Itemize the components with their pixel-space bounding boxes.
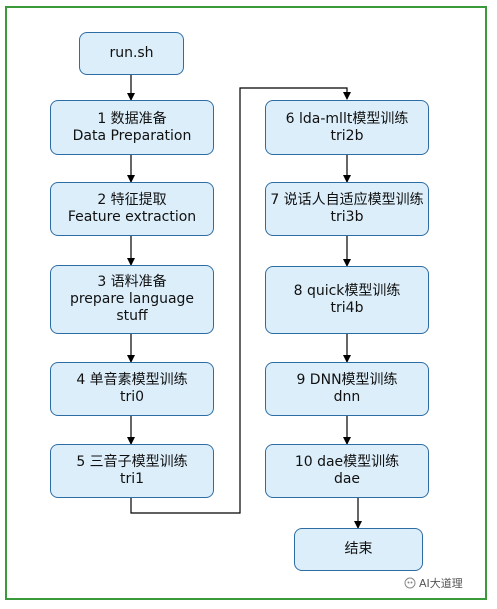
box-step3-line3: stuff [116,308,148,324]
watermark-text: AI大道理 [419,577,463,590]
box-step10-line1: 10 dae模型训练 [294,454,400,470]
box-step7-line1: 7 说话人自适应模型训练 [270,192,424,208]
box-step10-dae: 10 dae模型训练 dae [265,444,429,498]
box-step6-line2: tri2b [330,127,364,144]
box-step3-line2: prepare language [69,291,195,307]
box-step4-mono-training: 4 单音素模型训练 tri0 [50,362,214,416]
box-step6-line1: 6 lda-mllt模型训练 [285,110,409,127]
box-step7-line2: tri3b [330,209,364,225]
box-step1-line2: Data Preparation [72,127,192,144]
box-step5-line1: 5 三音子模型训练 [76,454,188,470]
box-step8-line2: tri4b [330,300,364,316]
box-end: 结束 [294,528,423,571]
box-run-sh: run.sh [79,32,184,75]
watermark: AI大道理 [404,575,463,591]
box-end-label: 结束 [344,541,373,557]
box-step4-line1: 4 单音素模型训练 [76,372,188,388]
box-step8-line1: 8 quick模型训练 [293,283,401,299]
box-step1-data-preparation: 1 数据准备 Data Preparation [50,100,214,155]
box-step9-line2: dnn [333,389,361,405]
box-step3-line1: 3 语料准备 [97,274,167,290]
box-step6-lda-mllt: 6 lda-mllt模型训练 tri2b [265,100,429,155]
box-step2-feature-extraction: 2 特征提取 Feature extraction [50,182,214,236]
box-step5-triphone-training: 5 三音子模型训练 tri1 [50,444,214,498]
box-step9-dnn: 9 DNN模型训练 dnn [265,362,429,416]
box-step9-line1: 9 DNN模型训练 [296,372,398,388]
diagram-frame [5,6,487,600]
box-step3-prepare-language: 3 语料准备 prepare language stuff [50,265,214,334]
box-step8-quick: 8 quick模型训练 tri4b [265,266,429,334]
box-step5-line2: tri1 [119,471,145,487]
wechat-logo-icon [404,577,416,589]
box-step10-line2: dae [333,471,361,487]
arrow-step5-to-step6 [130,87,351,514]
box-step2-line1: 2 特征提取 [97,192,167,208]
box-step4-line2: tri0 [119,389,145,405]
box-run-sh-label: run.sh [109,45,154,61]
box-step7-speaker-adaptation: 7 说话人自适应模型训练 tri3b [265,182,429,236]
box-step2-line2: Feature extraction [67,209,197,225]
box-step1-line1: 1 数据准备 [97,110,167,127]
